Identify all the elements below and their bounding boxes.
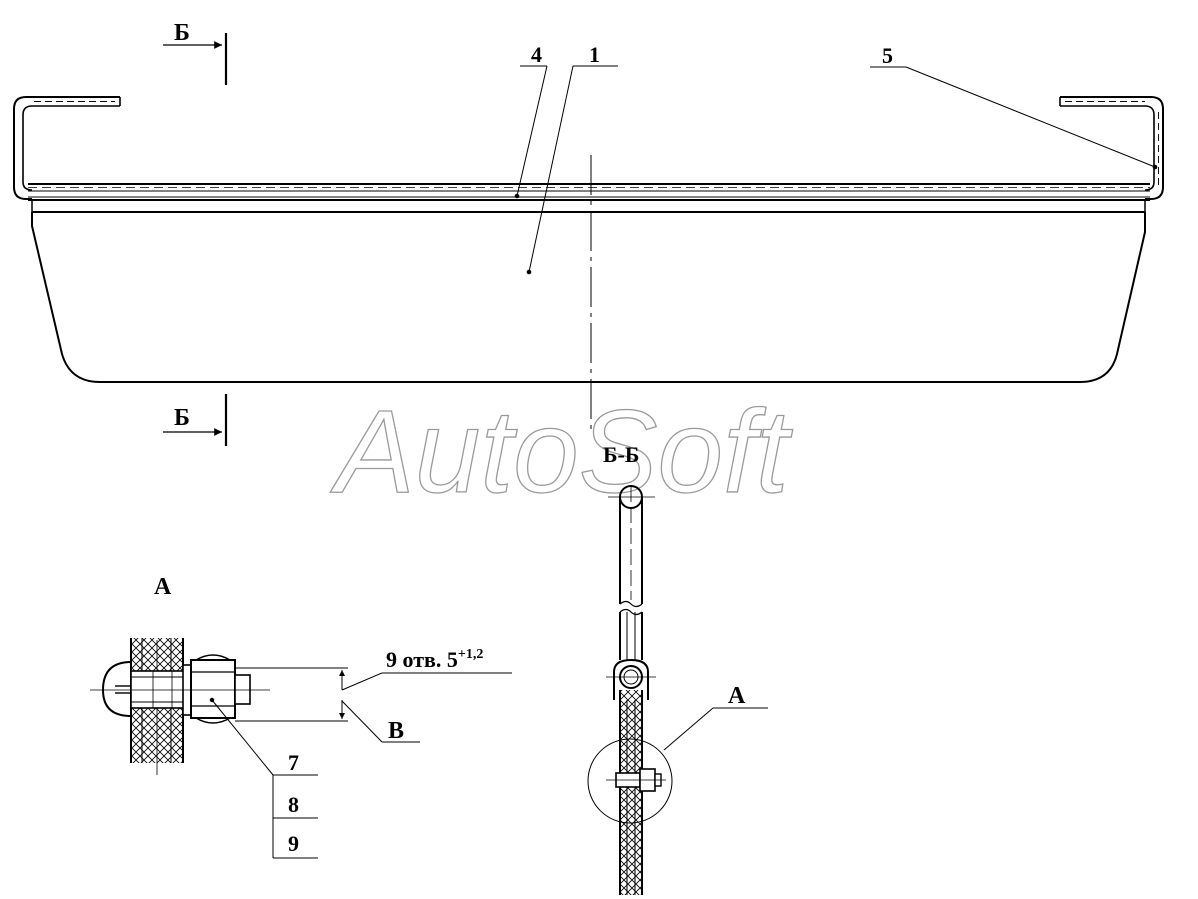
section-title: Б-Б <box>603 442 639 467</box>
holes-note-main: 9 отв. 5 <box>386 647 458 672</box>
left-hook <box>13 96 121 200</box>
section-mark-bottom <box>163 394 228 446</box>
tray-body <box>31 212 1146 383</box>
main-view <box>13 65 1164 430</box>
callout-9: 9 <box>288 831 299 856</box>
detail-title: А <box>154 574 172 600</box>
callout-1: 1 <box>589 42 600 67</box>
right-hook <box>1059 96 1164 200</box>
callout-8: 8 <box>288 792 299 817</box>
section-mark-top-label: Б <box>174 20 190 46</box>
callout-5: 5 <box>882 43 893 68</box>
watermark: AutoSoft <box>330 386 793 518</box>
holes-note-tolerance: +1,2 <box>458 647 483 662</box>
callout-7: 7 <box>288 750 299 775</box>
leader-label-B: В <box>388 718 404 744</box>
holes-note: 9 отв. 5+1,2 <box>386 647 483 672</box>
section-mark-top <box>163 33 228 85</box>
detail-view <box>90 638 512 859</box>
callout-A: А <box>728 683 746 709</box>
section-view <box>587 485 768 895</box>
section-mark-bottom-label: Б <box>174 405 190 431</box>
top-rail <box>28 183 1150 213</box>
callout-4: 4 <box>531 42 542 67</box>
